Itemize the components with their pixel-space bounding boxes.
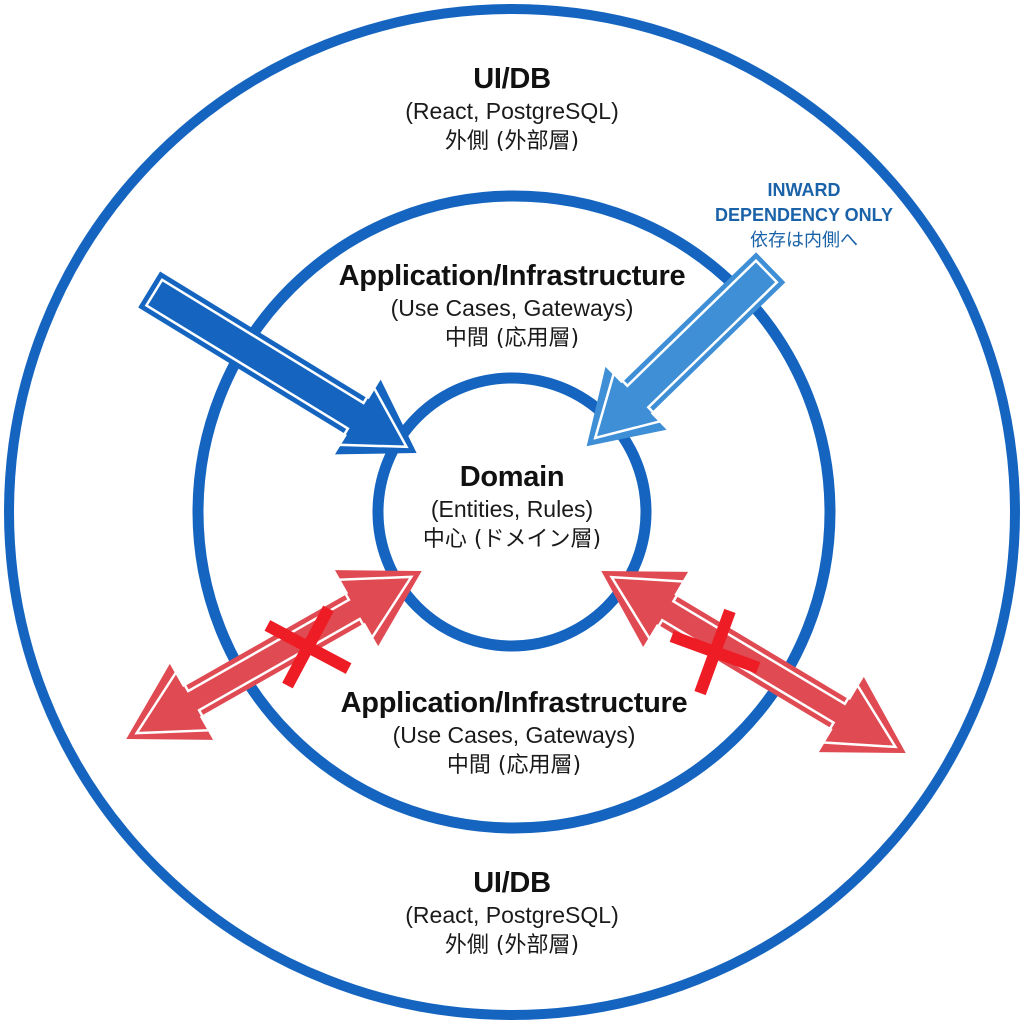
- note-line-1: INWARD: [767, 180, 841, 200]
- outer-top-subtitle: (React, PostgreSQL): [405, 98, 619, 124]
- middle-bottom-japanese: 中間 (応用層): [446, 753, 582, 778]
- core-label: Domain (Entities, Rules) 中心 (ドメイン層): [423, 460, 601, 556]
- outer-bottom-label: UI/DB (React, PostgreSQL) 外側 (外部層): [405, 866, 618, 962]
- arrow-down-right-icon-outline: [144, 278, 409, 449]
- outer-layer-ring: [4, 4, 1020, 1020]
- middle-bottom-label: Application/Infrastructure (Use Cases, G…: [341, 686, 688, 782]
- forbidden-arrow-right: [601, 570, 906, 754]
- double-arrow-icon-outline: [134, 575, 414, 735]
- outer-top-title: UI/DB: [473, 63, 551, 95]
- inward-arrow-left: [138, 271, 417, 455]
- inward-dependency-note: INWARD DEPENDENCY ONLY 依存は内側へ: [715, 178, 893, 254]
- x-mark-icon-bar-2: [694, 608, 736, 696]
- core-title: Domain: [459, 461, 565, 493]
- middle-top-label: Application/Infrastructure (Use Cases, G…: [339, 259, 686, 355]
- arrow-down-right-icon-body: [138, 271, 417, 455]
- middle-top-japanese: 中間 (応用層): [444, 326, 580, 351]
- middle-top-title: Application/Infrastructure: [338, 260, 686, 292]
- outer-bottom-subtitle: (React, PostgreSQL): [405, 902, 619, 928]
- outer-bottom-title: UI/DB: [473, 867, 551, 899]
- forbidden-arrow-left: [126, 570, 422, 740]
- middle-bottom-subtitle: (Use Cases, Gateways): [392, 722, 636, 748]
- core-subtitle: (Entities, Rules): [430, 496, 594, 522]
- outer-bottom-japanese: 外側 (外部層): [444, 933, 580, 958]
- middle-top-subtitle: (Use Cases, Gateways): [390, 295, 634, 321]
- arrow-down-left-icon-outline: [593, 258, 779, 440]
- arrow-down-left-icon-body: [586, 252, 786, 447]
- inward-arrow-right: [586, 252, 786, 447]
- core-japanese: 中心 (ドメイン層): [422, 527, 602, 552]
- middle-bottom-title: Application/Infrastructure: [340, 687, 688, 719]
- middle-layer-ring: [192, 190, 836, 834]
- arrows-layer: [126, 252, 906, 754]
- outer-top-label: UI/DB (React, PostgreSQL) 外側 (外部層): [405, 62, 618, 158]
- outer-top-japanese: 外側 (外部層): [444, 129, 580, 154]
- core-layer-ring: [372, 372, 652, 652]
- double-arrow-icon-body: [126, 570, 422, 740]
- x-mark-icon: [669, 608, 761, 696]
- x-mark-icon: [264, 605, 352, 689]
- x-mark-icon-bar-2: [282, 605, 334, 689]
- double-arrow-icon-outline: [609, 575, 898, 749]
- note-line-2: DEPENDENCY ONLY: [714, 205, 894, 225]
- note-japanese: 依存は内側へ: [750, 230, 858, 251]
